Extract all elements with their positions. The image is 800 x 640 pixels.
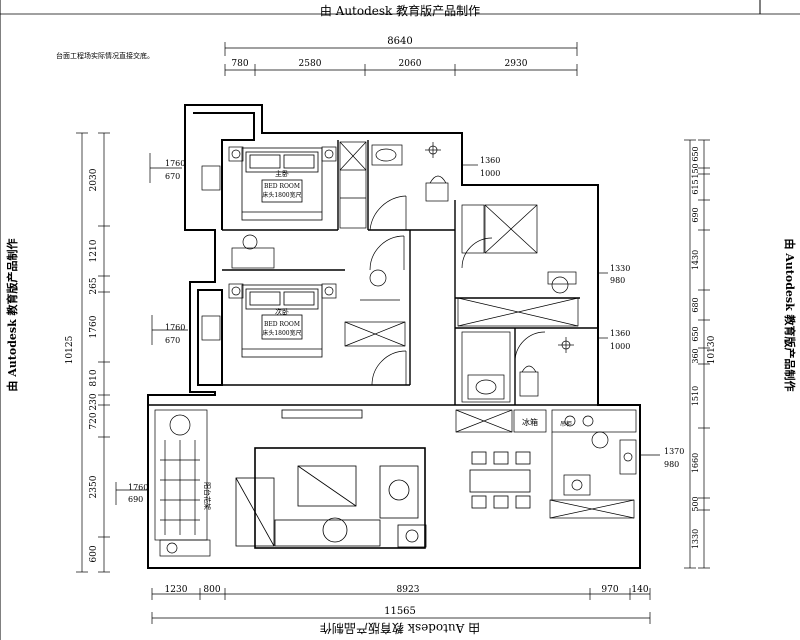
- third-bedroom: [457, 204, 579, 327]
- dining-table: [469, 451, 531, 509]
- master-bed: [241, 147, 323, 221]
- master-window: [149, 153, 182, 183]
- dim-right-6: 650: [691, 326, 700, 341]
- win-living-h: 690: [128, 495, 143, 504]
- bath-top-window: [461, 150, 478, 180]
- second-window: [151, 315, 188, 345]
- dim-bottom-total: 11565: [384, 606, 416, 617]
- watermark-top: 由 Autodesk 教育版产品制作: [319, 4, 481, 18]
- dim-left-3: 1760: [89, 315, 99, 338]
- dim-right-8: 1510: [691, 386, 700, 406]
- dim-left-5: 230: [89, 393, 99, 410]
- left-dimensions: [76, 132, 110, 573]
- dim-bottom-4: 140: [631, 585, 648, 595]
- kitchen-window: [639, 440, 660, 470]
- master-bathroom: [369, 142, 449, 231]
- dim-right-10: 500: [691, 496, 700, 511]
- living-window: [115, 482, 148, 505]
- dim-left-1: 1210: [89, 239, 99, 262]
- kitchen: [455, 409, 637, 519]
- interior-walls: [148, 140, 598, 406]
- second-nightstands: [201, 283, 337, 341]
- balcony-planters: [154, 409, 211, 557]
- master-room-en: BED ROOM: [264, 183, 300, 190]
- dim-left-8: 600: [89, 545, 99, 562]
- dim-right-total: 10130: [707, 335, 717, 364]
- win-master-w: 1760: [165, 159, 185, 168]
- bath-mid-window: [597, 325, 608, 352]
- dim-right-5: 680: [691, 297, 700, 312]
- third-window: [597, 258, 608, 288]
- dim-right-11: 1330: [691, 529, 700, 549]
- dim-left-6: 720: [89, 412, 99, 429]
- dim-bottom-2: 8923: [397, 585, 420, 595]
- dim-top-total: 8640: [387, 36, 412, 47]
- dim-right-9: 1660: [691, 453, 700, 473]
- dim-left-total: 10125: [65, 335, 75, 364]
- master-room-name: 主卧: [275, 169, 289, 178]
- dim-right-2: 615: [691, 179, 700, 194]
- construction-note: 台面工程场实际情况直接交底。: [56, 52, 154, 60]
- win-bath-top-h: 1000: [480, 169, 500, 178]
- win-second-h: 670: [165, 336, 180, 345]
- second-room-name: 次卧: [275, 307, 289, 316]
- dim-right-7: 360: [691, 348, 700, 363]
- master-bed-size: 床头1800宽尺: [262, 191, 301, 199]
- second-bed-size: 床头1800宽尺: [262, 329, 301, 337]
- kitchen-cabinet-label: 吊柜: [560, 420, 572, 428]
- win-bath-top-w: 1360: [480, 156, 500, 165]
- second-bed: [241, 284, 323, 358]
- win-bath-mid-h: 1000: [610, 342, 630, 351]
- dim-top-0: 780: [231, 59, 248, 69]
- dim-right-1: 150: [691, 163, 700, 178]
- dim-left-4: 810: [89, 369, 99, 386]
- dim-bottom-3: 970: [601, 585, 618, 595]
- win-bath-mid-w: 1360: [610, 329, 630, 338]
- win-kitchen-w: 1370: [664, 447, 684, 456]
- dim-left-2: 265: [89, 277, 99, 294]
- win-master-h: 670: [165, 172, 180, 181]
- fridge-label: 冰箱: [522, 417, 538, 427]
- dim-bottom-0: 1230: [165, 585, 188, 595]
- dim-top-2: 2060: [399, 59, 422, 69]
- balcony-label: 阳台花架: [203, 482, 212, 510]
- top-dimensions: [224, 42, 578, 76]
- win-bed3-w: 1330: [610, 264, 630, 273]
- win-living-w: 1760: [128, 483, 148, 492]
- dim-left-0: 2030: [89, 168, 99, 191]
- dim-right-0: 650: [691, 146, 700, 161]
- master-desk: [201, 165, 275, 269]
- master-nightstands: [228, 146, 337, 162]
- second-bathroom: [461, 331, 574, 403]
- second-room-en: BED ROOM: [264, 321, 300, 328]
- win-bed3-h: 980: [610, 276, 625, 285]
- win-second-w: 1760: [165, 323, 185, 332]
- dim-top-1: 2580: [299, 59, 322, 69]
- dim-right-4: 1430: [691, 250, 700, 270]
- dim-top-3: 2930: [505, 59, 528, 69]
- hall: [344, 235, 407, 386]
- dim-bottom-1: 800: [203, 585, 220, 595]
- dim-left-7: 2350: [89, 475, 99, 498]
- right-dimensions: [684, 139, 710, 569]
- dim-right-3: 690: [691, 207, 700, 222]
- master-wardrobe: [339, 141, 367, 229]
- win-kitchen-h: 980: [664, 460, 679, 469]
- living-room: [235, 409, 427, 549]
- bottom-dimensions: [151, 588, 651, 624]
